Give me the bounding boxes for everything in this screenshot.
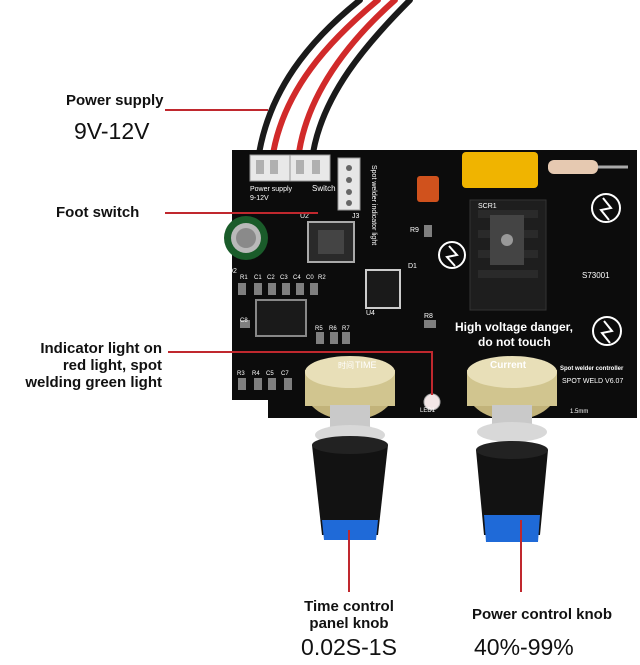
silk-vertical-text: Spot welder indicator light [370,165,377,245]
j3-header [337,157,361,211]
silk-r-row-item: R5 [315,326,323,332]
silk-r9: R9 [410,227,419,234]
silk-time: TIME [355,360,377,370]
silk-model: S73001 [582,271,610,280]
silk-r-bottom: R3 R4 C5 C7 [237,371,289,377]
callout-power-knob-label: Power control knob [472,606,613,623]
silk-power-volt: 9-12V [250,195,269,202]
silk-r-bottom-item: C5 [266,371,274,377]
callout-power-knob-value: 40%-99% [474,634,574,660]
silk-switch: Switch [312,184,336,193]
time-knob [305,356,395,540]
silk-r-bottom-item: R3 [237,371,245,377]
chip-u4 [365,269,401,309]
silk-c-row-item: C0 [306,275,314,281]
silk-r-row: R5 R6 R7 [315,326,350,332]
silk-j3: J3 [352,213,360,220]
silk-current: Current [490,360,527,371]
chip-main [255,299,307,337]
silk-power-supply: Power supply [250,186,293,193]
callout-indicator-line1: Indicator light on [40,340,162,357]
silk-c-row: R1 C1 C2 C3 C4 C0 R2 [240,275,326,281]
power-resistor [548,160,598,174]
callout-indicator-line3: welding green light [25,374,162,391]
smd-parts [238,225,436,390]
silk-c-row-item: C4 [293,275,301,281]
silk-c-row-item: C3 [280,275,288,281]
silk-led: LED1 [420,408,436,414]
callout-time-knob-value: 0.02S-1S [301,634,397,660]
callout-foot-switch-label: Foot switch [56,204,140,221]
silk-thickness: 1.5mm [570,409,588,415]
silk-c-row-item: R2 [318,275,326,281]
silk-r-row-item: R6 [329,326,337,332]
callout-lines [165,109,522,592]
callout-time-knob-line1: Time control [304,598,394,615]
hazard-icons [438,193,622,346]
silk-controller: Spot welder controller [560,366,624,372]
power-knob [467,356,557,542]
silk-scr1: SCR1 [478,203,497,210]
silk-d2: D2 [228,268,237,275]
silk-u4: U4 [366,310,375,317]
silk-r-row-item: R7 [342,326,350,332]
silk-r-bottom-item: R4 [252,371,260,377]
tantalum-capacitor [417,176,439,202]
warning-line1: High voltage danger, [455,320,573,334]
silk-r8: R8 [424,313,433,320]
silk-d1: D1 [408,263,417,270]
callout-power-supply-value: 9V-12V [74,118,150,144]
silk-c-row-item: C2 [267,275,275,281]
silk-c-row-item: C1 [254,275,262,281]
silk-r-bottom-item: C7 [281,371,289,377]
silk-time-cn: 时间 [338,360,354,370]
callout-indicator-line2: red light, spot [62,357,162,374]
heatsink [469,199,547,311]
callout-power-supply-label: Power supply [66,92,164,109]
voltage-regulator [307,221,355,263]
silk-c-row-item: R1 [240,275,248,281]
silk-version: SPOT WELD V6.07 [562,378,623,385]
power-wires [255,0,413,163]
electrolytic-capacitor [224,216,268,260]
callout-time-knob-line2: panel knob [309,615,389,632]
silk-u2: U2 [300,213,309,220]
scr-capacitor [462,152,538,188]
warning-line2: do not touch [478,335,551,349]
silk-c8: C8 [240,318,248,324]
